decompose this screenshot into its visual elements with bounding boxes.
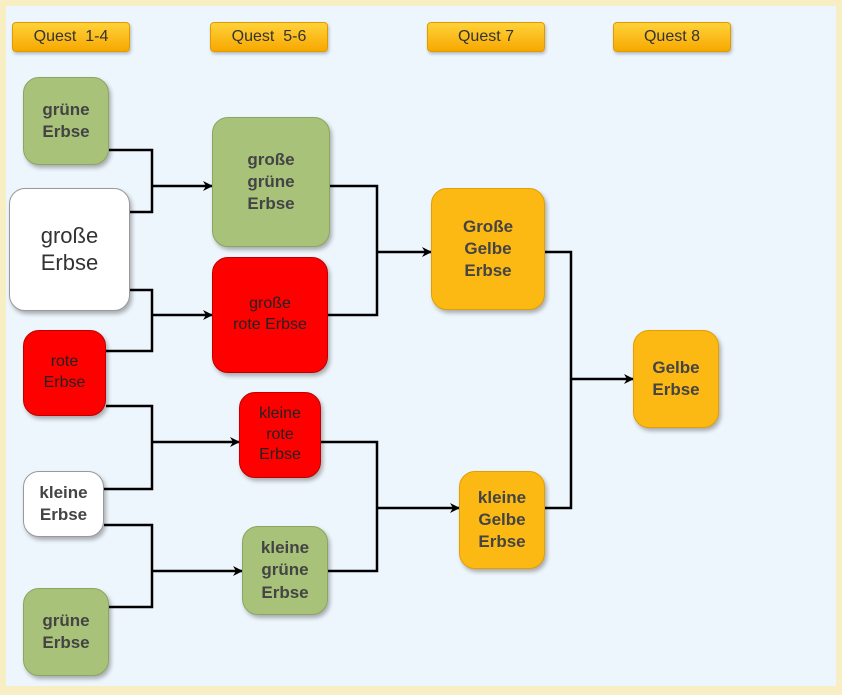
node-green-pea-top: grüne Erbse xyxy=(23,77,109,165)
connector-red-small-to-small-red xyxy=(104,404,154,491)
node-small-pea: kleine Erbse xyxy=(23,471,104,537)
connector-q56-top-to-q7 xyxy=(328,184,379,317)
node-big-yellow-pea: Große Gelbe Erbse xyxy=(431,188,545,310)
node-big-red-pea: große rote Erbse xyxy=(212,257,328,373)
node-green-pea-bottom: grüne Erbse xyxy=(23,588,109,676)
connector-green-big-to-big-green xyxy=(109,148,154,214)
node-red-pea: rote Erbse xyxy=(23,330,106,416)
header-quest-8: Quest 8 xyxy=(613,22,731,52)
header-quest-1-4: Quest 1-4 xyxy=(12,22,130,52)
node-yellow-pea: Gelbe Erbse xyxy=(633,330,719,428)
connector-big-red-to-big-red xyxy=(106,288,154,353)
connector-q56-bottom-to-q7 xyxy=(321,440,379,573)
header-quest-7: Quest 7 xyxy=(427,22,545,52)
node-small-red-pea: kleine rote Erbse xyxy=(239,392,321,478)
node-small-yellow-pea: kleine Gelbe Erbse xyxy=(459,471,545,569)
connector-q7-to-q8 xyxy=(545,250,573,510)
connector-small-green-to-small-green xyxy=(104,523,154,609)
node-big-pea: große Erbse xyxy=(9,188,130,311)
header-quest-5-6: Quest 5-6 xyxy=(210,22,328,52)
node-small-green-pea: kleine grüne Erbse xyxy=(242,526,328,615)
node-big-green-pea: große grüne Erbse xyxy=(212,117,330,247)
